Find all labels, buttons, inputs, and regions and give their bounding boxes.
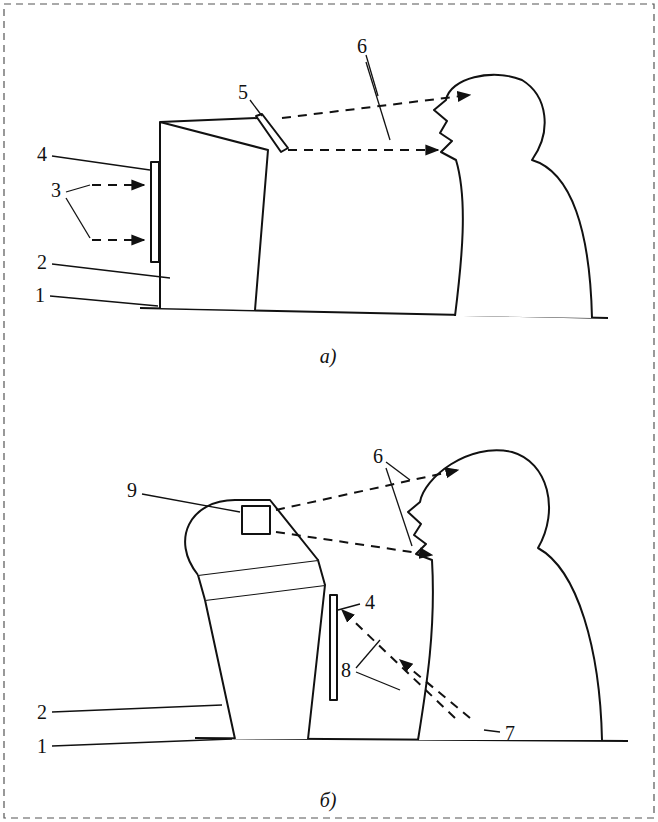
callout-number: 7 [505, 723, 515, 743]
callout-number: 6 [373, 446, 383, 466]
callout-number: 2 [37, 252, 47, 272]
figure-label: а) [320, 346, 337, 366]
person-silhouette [434, 75, 592, 318]
callout-number: 4 [37, 144, 47, 164]
frame [4, 4, 654, 818]
panel [151, 162, 159, 262]
callout-number: 9 [127, 480, 137, 500]
sight-arrows [92, 95, 470, 240]
callout-number: 8 [341, 660, 351, 680]
sight-arrows [276, 470, 470, 718]
callout-number: 6 [357, 36, 367, 56]
person-silhouette [408, 450, 602, 740]
leader-lines [50, 55, 500, 746]
callout-number: 5 [238, 82, 248, 102]
mirror [256, 114, 288, 152]
display-element [242, 506, 270, 534]
device-body [205, 585, 325, 739]
device-top [160, 118, 258, 122]
device-body [160, 122, 268, 310]
panel [330, 595, 337, 700]
hood [185, 500, 318, 575]
callout-number: 2 [37, 702, 47, 722]
callout-number: 1 [35, 285, 45, 305]
callout-number: 3 [51, 180, 61, 200]
callout-number: 4 [365, 592, 375, 612]
figure-label: б) [320, 790, 337, 810]
callout-number: 1 [37, 736, 47, 756]
